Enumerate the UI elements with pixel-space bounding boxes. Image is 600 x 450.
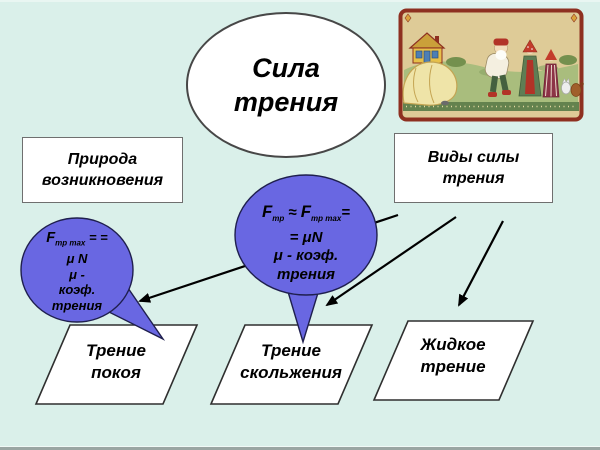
force-symbol: F [261, 202, 273, 221]
mouse [441, 100, 449, 106]
arrow-types-to-liquid [458, 220, 504, 307]
corner-ornament [404, 13, 412, 23]
repka-tale-picture [398, 8, 584, 122]
friction-types-box: Виды силы трения [394, 133, 553, 203]
static-formula-line5: трения [51, 297, 103, 313]
types-box-line2: трения [442, 170, 505, 187]
grandmother [518, 39, 542, 97]
static-label-line2: покоя [91, 363, 141, 382]
title-ellipse: Сила трения [186, 12, 386, 158]
sliding-friction-parallelogram [209, 324, 374, 405]
sliding-formula-line1: Fтр ≈ Fтр max= [236, 202, 376, 229]
static-formula-text: Fтр max = = μ N μ - коэф. трения [17, 230, 137, 313]
liquid-label-line1: Жидкое [420, 335, 486, 354]
sliding-label-line1: Трение [261, 341, 321, 360]
turnip-sack [402, 61, 458, 106]
sliding-formula-text: Fтр ≈ Fтр max= = μN μ - коэф. трения [236, 202, 376, 284]
static-label-line1: Трение [86, 341, 146, 360]
formula-equals: = = [88, 230, 108, 245]
static-formula-bubble-body [20, 217, 134, 323]
grandfather [484, 38, 511, 97]
nature-of-origin-box: Природа возникновения [22, 137, 183, 203]
nature-box-line2: возникновения [41, 172, 164, 189]
force-subscript: тр max [311, 214, 342, 223]
corner-ornament [570, 13, 578, 23]
static-formula-line4: коэф. [58, 282, 96, 298]
house [408, 32, 446, 64]
liquid-friction-parallelogram [372, 320, 535, 401]
sliding-formula-bubble-body [234, 174, 378, 296]
static-formula-bubble [20, 217, 166, 341]
types-box-line1: Виды силы [427, 149, 520, 166]
decorative-band [403, 102, 579, 111]
sliding-formula-line3: μ - коэф. [273, 247, 339, 264]
approx-sign: ≈ [288, 204, 297, 221]
granddaughter [542, 49, 560, 98]
static-friction-label: Трение покоя [56, 340, 176, 384]
sliding-friction-label: Трение скольжения [224, 340, 358, 384]
slide-title-line1: Сила [252, 53, 320, 83]
bush [446, 57, 466, 67]
sliding-formula-line4: трения [277, 265, 335, 283]
sliding-formula-bubble [234, 174, 378, 345]
static-formula-line1: Fтр max = = [17, 230, 137, 251]
static-friction-parallelogram [34, 324, 199, 405]
arrow-types-to-sliding [325, 216, 457, 307]
slide-title-line2: трения [233, 87, 339, 117]
force-subscript: тр [272, 214, 285, 223]
cat [561, 77, 571, 95]
force-symbol: F [46, 230, 56, 246]
sliding-label-line2: скольжения [240, 363, 342, 382]
equals-sign: = [341, 204, 351, 221]
static-formula-line2: μ N [66, 251, 88, 267]
nature-box-line1: Природа [67, 151, 138, 168]
tree [559, 55, 577, 65]
force-subscript: тр max [55, 238, 86, 248]
force-symbol: F [300, 202, 312, 221]
dog [570, 82, 584, 97]
repka-illustration [398, 8, 584, 122]
liquid-label-line2: трение [420, 357, 486, 376]
static-formula-line3: μ - [69, 266, 85, 282]
sliding-formula-line2: = μN [289, 228, 323, 246]
liquid-friction-label: Жидкое трение [393, 334, 513, 378]
